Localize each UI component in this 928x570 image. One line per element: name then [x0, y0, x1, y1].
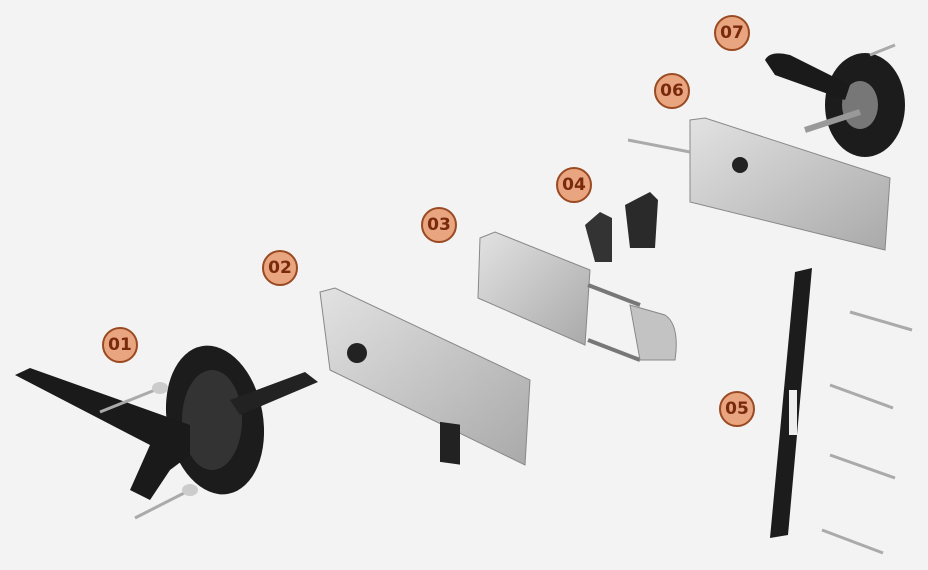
part-label-05: 05	[719, 391, 755, 427]
part-label-01: 01	[102, 327, 138, 363]
part-label-07: 07	[714, 15, 750, 51]
part-05-strike-plate	[770, 268, 913, 555]
part-06-lock-case	[627, 117, 891, 251]
part-label-06: 06	[654, 73, 690, 109]
part-04-cams	[585, 192, 658, 262]
part-03-latch-mechanism	[477, 231, 677, 362]
part-label-03: 03	[421, 207, 457, 243]
part-01-lever-handle	[15, 345, 318, 520]
part-label-04: 04	[556, 167, 592, 203]
part-label-02: 02	[262, 250, 298, 286]
part-07-rear-handle	[765, 43, 905, 157]
part-02-case-cover	[319, 287, 531, 466]
